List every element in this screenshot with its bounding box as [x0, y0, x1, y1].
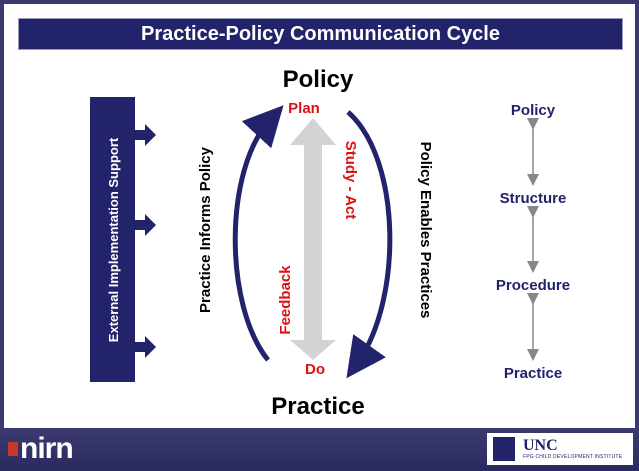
- feedback-label: Feedback: [277, 265, 294, 335]
- nirn-logo-mark: [8, 442, 18, 456]
- unc-logo-subtitle: FPG CHILD DEVELOPMENT INSTITUTE: [523, 454, 623, 460]
- external-support-arrow: [135, 336, 156, 358]
- left-arc-label: Practice Informs Policy: [197, 146, 214, 313]
- unc-fpg-logo: UNC FPG CHILD DEVELOPMENT INSTITUTE: [487, 433, 633, 465]
- hierarchy-level: Practice: [504, 365, 562, 382]
- gray-double-arrow: [290, 118, 336, 360]
- nirn-logo-text: nirn: [20, 432, 74, 465]
- external-support-arrow: [135, 214, 156, 236]
- study-act-label: Study - Act: [342, 141, 359, 220]
- external-support-label: External Implementation Support: [106, 137, 121, 342]
- external-support-arrow: [135, 124, 156, 146]
- cycle-top-label: Policy: [283, 66, 354, 93]
- nirn-logo: nirn: [8, 432, 74, 466]
- hierarchy-level: Policy: [511, 102, 556, 119]
- right-arc-label: Policy Enables Practices: [417, 142, 434, 319]
- plan-label: Plan: [288, 100, 320, 117]
- do-label: Do: [305, 361, 325, 378]
- hierarchy-level: Procedure: [496, 277, 570, 294]
- external-support-box: [90, 97, 135, 382]
- slide-title: Practice-Policy Communication Cycle: [18, 18, 623, 50]
- old-well-icon: [493, 437, 515, 461]
- unc-logo-title: UNC: [523, 437, 558, 454]
- left-arc-arrow: [232, 105, 284, 362]
- hierarchy-level: Structure: [500, 190, 567, 207]
- right-arc-arrow: [346, 110, 393, 379]
- cycle-bottom-label: Practice: [271, 393, 364, 420]
